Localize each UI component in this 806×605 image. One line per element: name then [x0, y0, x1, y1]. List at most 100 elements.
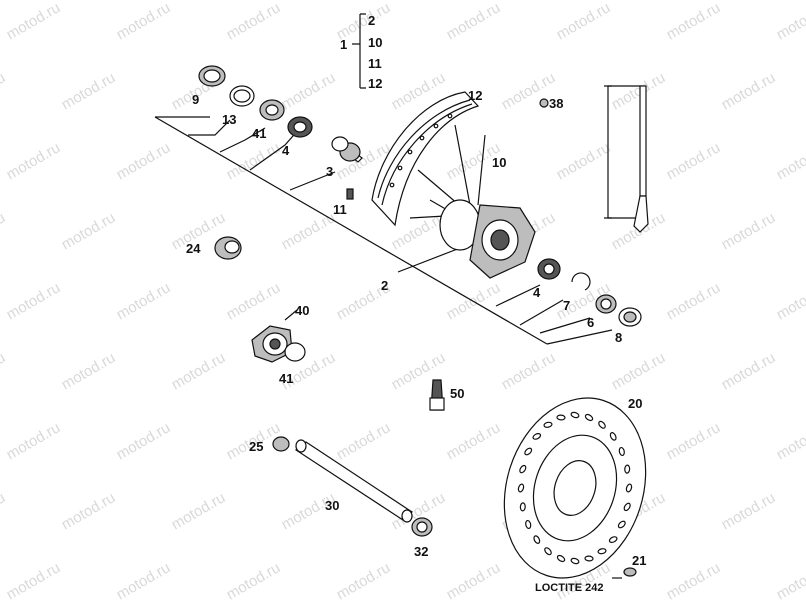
disc-slot	[609, 432, 617, 441]
disc-slot	[623, 502, 631, 512]
label-40: 40	[295, 303, 309, 318]
label-30: 30	[325, 498, 339, 513]
spoke-dimension-drawing	[604, 85, 649, 233]
watermark-text: motod.ru	[499, 349, 559, 393]
part-bearing-4-right	[537, 258, 561, 280]
label-41-lower: 41	[279, 371, 293, 386]
disc-slot	[519, 502, 526, 512]
part-axle-nut-32	[411, 517, 433, 537]
watermark-text: motod.ru	[334, 419, 394, 463]
watermark-text: motod.ru	[169, 489, 229, 533]
watermark-text: motod.ru	[719, 209, 779, 253]
watermark-text: motod.ru	[664, 279, 724, 323]
watermark-text: motod.ru	[59, 209, 119, 253]
part-bearing-4	[287, 116, 313, 138]
label-24: 24	[186, 241, 201, 256]
label-10: 10	[492, 155, 506, 170]
part-brake-disc-20	[503, 397, 647, 579]
disc-slot	[556, 414, 566, 421]
label-7: 7	[563, 298, 570, 313]
label-21: 21	[632, 553, 646, 568]
loctite-note: LOCTITE 242	[535, 582, 603, 594]
label-38: 38	[549, 96, 563, 111]
disc-slot	[624, 464, 631, 474]
watermark-text: motod.ru	[279, 69, 339, 113]
label-32: 32	[414, 544, 428, 559]
watermark-text: motod.ru	[719, 349, 779, 393]
part-labels: 9 13 41 4 3 11 12 10 38 24 2 4 7 6 8 40 …	[186, 88, 646, 594]
label-12: 12	[468, 88, 482, 103]
watermark-text: motod.ru	[444, 559, 504, 603]
watermark-text: motod.ru	[0, 209, 8, 253]
watermark-text: motod.ru	[4, 139, 64, 183]
disc-slot	[618, 446, 625, 457]
watermark-text: motod.ru	[114, 139, 174, 183]
kit-item-label: 12	[368, 76, 382, 91]
watermark-text: motod.ru	[279, 209, 339, 253]
label-25: 25	[249, 439, 263, 454]
label-8: 8	[615, 330, 622, 345]
watermark-text: motod.ru	[774, 0, 806, 43]
label-4: 4	[282, 143, 290, 158]
label-20: 20	[628, 396, 642, 411]
label-3: 3	[326, 164, 333, 179]
part-nut-38	[539, 98, 549, 108]
disc-slot	[524, 447, 533, 456]
part-nipple-11	[346, 188, 354, 200]
label-41: 41	[252, 126, 266, 141]
disc-slot	[570, 411, 580, 419]
part-ring-13	[229, 85, 255, 107]
part-spacer-3	[331, 136, 363, 163]
assembly-leader-lines	[154, 116, 613, 345]
part-axle-spacer-25	[272, 436, 290, 452]
watermark-text: motod.ru	[224, 279, 284, 323]
watermark-text: motod.ru	[609, 349, 669, 393]
disc-slot	[525, 519, 532, 530]
watermark-text: motod.ru	[59, 349, 119, 393]
label-6: 6	[587, 315, 594, 330]
disc-slot	[519, 464, 527, 474]
watermark-text: motod.ru	[719, 69, 779, 113]
disc-slot	[556, 554, 566, 563]
part-spacer-24	[214, 236, 242, 260]
watermark-text: motod.ru	[0, 489, 8, 533]
part-seal-9	[198, 65, 226, 87]
watermark-text: motod.ru	[444, 419, 504, 463]
disc-slot	[584, 413, 594, 422]
kit-bracket: 1 2 10 11 12	[340, 13, 382, 91]
watermark-text: motod.ru	[664, 139, 724, 183]
label-9: 9	[192, 92, 199, 107]
label-2: 2	[381, 278, 388, 293]
disc-slot	[608, 536, 618, 544]
watermark-text: motod.ru	[719, 489, 779, 533]
watermark-text: motod.ru	[114, 559, 174, 603]
watermark-text: motod.ru	[4, 0, 64, 43]
disc-slot	[544, 547, 552, 556]
kit-item-label: 10	[368, 35, 382, 50]
disc-slot	[517, 483, 525, 493]
watermark-text: motod.ru	[224, 559, 284, 603]
watermark-text: motod.ru	[774, 419, 806, 463]
watermark-text: motod.ru	[4, 559, 64, 603]
part-loctite-tube-50	[429, 379, 445, 411]
watermark-text: motod.ru	[114, 0, 174, 43]
watermark-text: motod.ru	[4, 279, 64, 323]
watermark-text: motod.ru	[59, 489, 119, 533]
watermark-text: motod.ru	[554, 139, 614, 183]
watermark-text: motod.ru	[114, 279, 174, 323]
part-seal-6	[595, 294, 617, 314]
watermark-text: motod.ru	[774, 139, 806, 183]
disc-slot	[570, 557, 580, 565]
watermark-text: motod.ru	[664, 0, 724, 43]
label-50: 50	[450, 386, 464, 401]
watermark-text: motod.ru	[774, 559, 806, 603]
part-axle-30	[294, 439, 413, 523]
watermark-text: motod.ru	[0, 69, 8, 113]
label-13: 13	[222, 112, 236, 127]
kit-main-label: 1	[340, 37, 347, 52]
disc-slot	[625, 483, 633, 493]
watermark-text: motod.ru	[664, 559, 724, 603]
disc-slot	[543, 421, 553, 428]
